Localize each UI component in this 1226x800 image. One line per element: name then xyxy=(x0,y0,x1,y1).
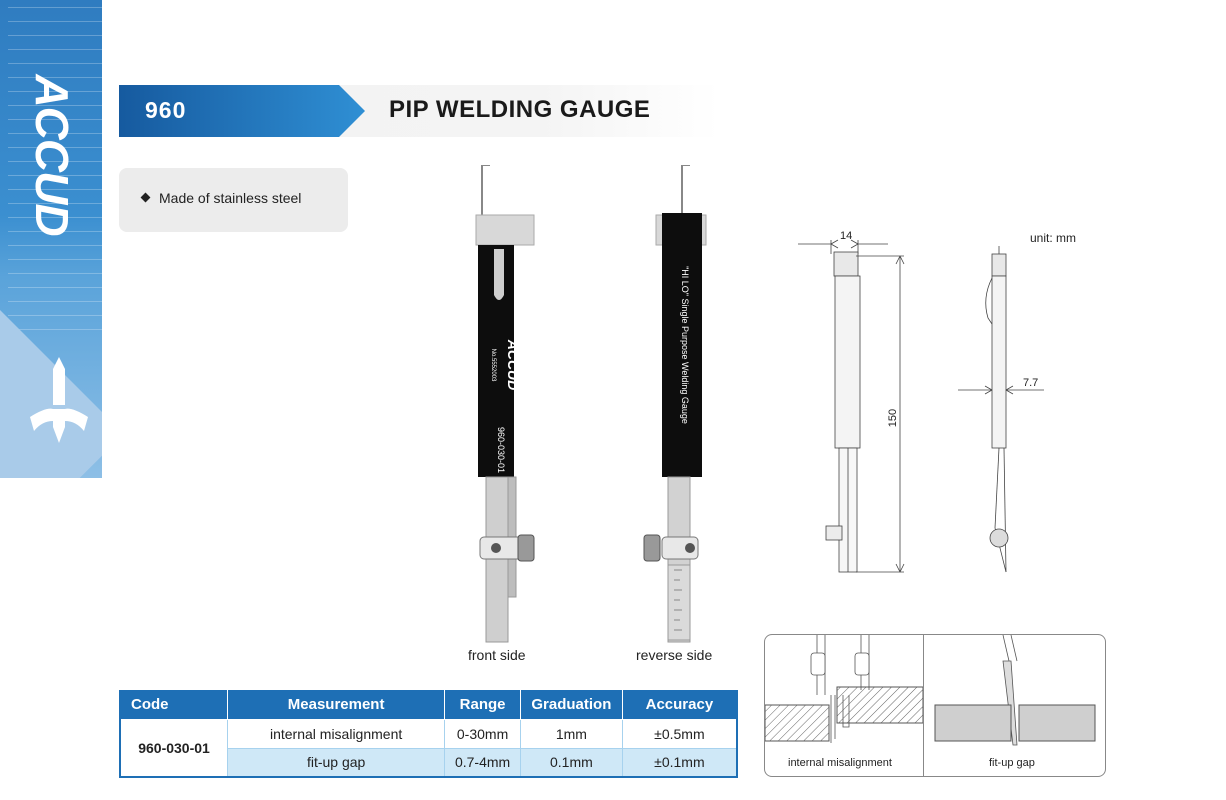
internal-misalignment-caption: internal misalignment xyxy=(788,757,892,769)
table-row: fit-up gap 0.7-4mm 0.1mm ±0.1mm xyxy=(120,747,738,778)
reverse-side-caption: reverse side xyxy=(636,647,713,663)
front-serial: No.5552003 xyxy=(490,349,496,382)
graduation-cell: 1mm xyxy=(519,718,623,749)
diagram-divider xyxy=(923,635,924,776)
reverse-side-photo: "HI LO" Single Purpose Welding Gauge xyxy=(643,165,707,643)
front-code: 960-030-01 xyxy=(496,427,506,473)
diamond-bullet-icon xyxy=(140,192,151,203)
table-header-row: Code Measurement Range Graduation Accura… xyxy=(120,690,738,720)
graduation-cell: 0.1mm xyxy=(519,747,623,778)
feature-text: Made of stainless steel xyxy=(159,190,302,206)
spec-table: Code Measurement Range Graduation Accura… xyxy=(119,690,738,778)
reverse-text: "HI LO" Single Purpose Welding Gauge xyxy=(680,266,690,424)
header-measurement: Measurement xyxy=(227,690,446,720)
brand-emblem-icon xyxy=(30,357,88,443)
brand-logo-text: ACCUD xyxy=(26,73,78,235)
header-banner: 960 PIP WELDING GAUGE xyxy=(119,85,719,137)
dim-length: 150 xyxy=(887,409,899,427)
front-side-caption: front side xyxy=(468,647,526,663)
brand-logo: ACCUD xyxy=(26,73,78,235)
application-illustration xyxy=(765,635,1096,746)
header-range: Range xyxy=(444,690,521,720)
header-arrow-shape xyxy=(119,85,365,137)
code-cell: 960-030-01 xyxy=(119,718,229,778)
accuracy-cell: ±0.5mm xyxy=(621,718,738,749)
range-cell: 0.7-4mm xyxy=(444,747,521,778)
model-number: 960 xyxy=(145,97,187,123)
measurement-cell: fit-up gap xyxy=(227,747,446,778)
header-graduation: Graduation xyxy=(519,690,623,720)
front-side-photo: ACCUD No.5552003 960-030-01 xyxy=(475,165,535,643)
header-code: Code xyxy=(120,690,229,720)
dim-width: 14 xyxy=(840,230,852,242)
ruler-background xyxy=(8,0,102,330)
feature-box: Made of stainless steel xyxy=(119,168,348,232)
product-title: PIP WELDING GAUGE xyxy=(389,96,651,123)
brand-strip: ACCUD xyxy=(0,0,102,478)
range-cell: 0-30mm xyxy=(444,718,521,749)
unit-label: unit: mm xyxy=(1030,231,1077,245)
fit-up-gap-caption: fit-up gap xyxy=(989,757,1035,769)
dim-thickness: 7.7 xyxy=(1023,377,1038,389)
front-brand: ACCUD xyxy=(505,339,521,391)
technical-drawing: 14 150 7.7 xyxy=(798,230,1044,573)
measurement-cell: internal misalignment xyxy=(227,718,446,749)
table-row: 960-030-01 internal misalignment 0-30mm … xyxy=(119,718,738,778)
header-accuracy: Accuracy xyxy=(621,690,738,720)
accuracy-cell: ±0.1mm xyxy=(621,747,738,778)
application-diagram: internal misalignment fit-up gap xyxy=(764,634,1106,777)
